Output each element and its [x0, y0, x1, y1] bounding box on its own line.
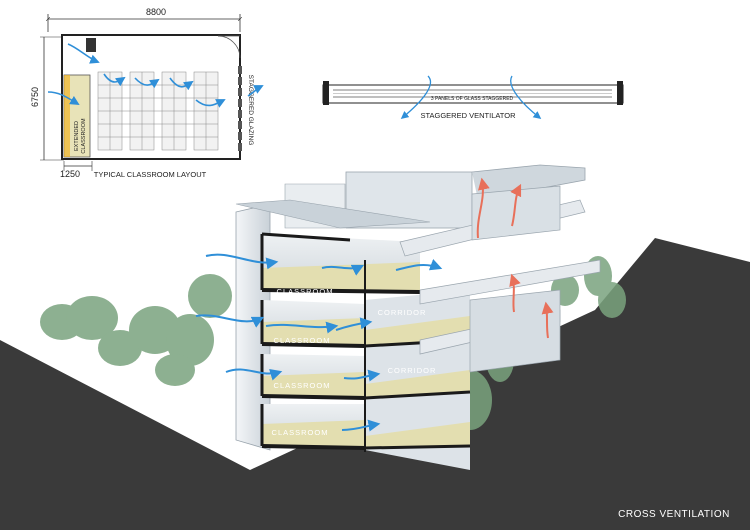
depth-dimension: 6750	[30, 36, 64, 161]
ground-mass	[0, 238, 750, 530]
extended-label-2: CLASSROOM	[81, 118, 87, 154]
depth-dim-label: 6750	[30, 87, 40, 107]
classroom-floor-1	[260, 404, 366, 450]
plan-title: TYPICAL CLASSROOM LAYOUT	[94, 170, 207, 179]
corridor-label-upper: CORRIDOR	[378, 308, 427, 317]
width-dimension: 8800	[48, 7, 240, 32]
classroom-plan: 8800 6750 1250 EXTENDED CLASSROOM	[30, 7, 264, 179]
staggered-ventilator: 3 PANELS OF GLASS STAGGERED STAGGERED VE…	[322, 75, 624, 120]
classroom-label-1: CLASSROOM	[272, 428, 329, 437]
classroom-floor-4	[260, 232, 421, 294]
glazing-label: STAGGERED GLAZING	[247, 75, 254, 146]
classroom-label-3: CLASSROOM	[274, 336, 331, 345]
caption: CROSS VENTILATION	[618, 509, 730, 520]
balcony-slabs	[399, 185, 601, 373]
warm-air-arrows	[476, 177, 554, 339]
extended-label-1: EXTENDED	[74, 121, 80, 151]
width-dim-label: 8800	[146, 7, 166, 17]
ventilator-note: 3 PANELS OF GLASS STAGGERED	[431, 96, 514, 102]
classroom-label-4: CLASSROOM	[277, 287, 334, 296]
classroom-floor-2	[260, 354, 366, 400]
building-section: CLASSROOM CLASSROOM CLASSROOM CLASSROOM …	[235, 164, 601, 470]
ext-dimension: 1250	[60, 161, 93, 179]
classroom-label-2: CLASSROOM	[274, 381, 331, 390]
ext-dim-label: 1250	[60, 169, 80, 179]
corridor-label-lower: CORRIDOR	[388, 366, 437, 375]
plan-airflow-arrows	[47, 43, 264, 108]
cool-air-arrows	[195, 253, 443, 432]
column	[86, 38, 96, 52]
ventilator-title: STAGGERED VENTILATOR	[420, 111, 516, 120]
ventilator-airflow-arrows	[400, 75, 542, 119]
